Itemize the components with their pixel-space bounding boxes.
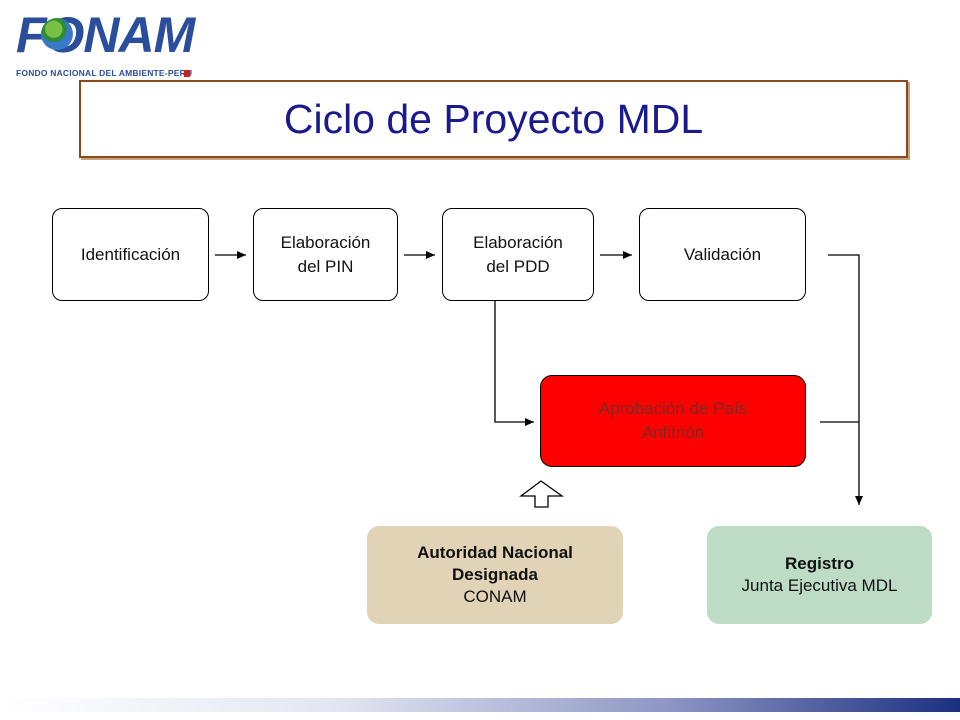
authority-panel: Autoridad Nacional Designada CONAM <box>367 526 623 624</box>
aprobacion-line2: Anfitrión <box>641 423 705 442</box>
page-title: Ciclo de Proyecto MDL <box>283 95 704 142</box>
authority-line2: Designada <box>452 565 538 584</box>
step-pin-line2: del PIN <box>297 256 354 276</box>
step-identificacion-label: Identificación <box>80 244 181 264</box>
footer-gradient-bar <box>0 698 960 712</box>
hollow-up-arrow-icon <box>519 480 565 508</box>
registry-panel: Registro Junta Ejecutiva MDL <box>707 526 932 624</box>
flag-icon <box>184 70 190 77</box>
globe-icon <box>41 18 73 50</box>
aprobacion-line1: Aprobación de País <box>598 399 748 418</box>
title-frame: Ciclo de Proyecto MDL <box>79 80 908 158</box>
step-elaboracion-pdd: Elaboración del PDD <box>442 208 594 301</box>
arrow-pdd-aprobacion <box>494 301 534 426</box>
step-pin-line1: Elaboración <box>280 232 371 252</box>
registry-line1: Registro <box>785 554 854 573</box>
step-identificacion: Identificación <box>52 208 209 301</box>
authority-line3: CONAM <box>463 587 527 606</box>
registry-line2: Junta Ejecutiva MDL <box>741 576 898 595</box>
step-aprobacion-pais: Aprobación de País Anfitrión <box>540 375 806 467</box>
step-pdd-line2: del PDD <box>486 256 550 276</box>
step-validacion: Validación <box>639 208 806 301</box>
step-pdd-line1: Elaboración <box>473 232 563 252</box>
step-elaboracion-pin: Elaboración del PIN <box>253 208 398 301</box>
line-validacion-registro <box>828 254 863 505</box>
authority-line1: Autoridad Nacional <box>417 543 573 562</box>
logo-subtitle: FONDO NACIONAL DEL AMBIENTE-PERU <box>16 68 193 78</box>
fonam-logo: FONAM FONDO NACIONAL DEL AMBIENTE-PERU <box>8 4 198 82</box>
step-validacion-label: Validación <box>683 244 762 264</box>
